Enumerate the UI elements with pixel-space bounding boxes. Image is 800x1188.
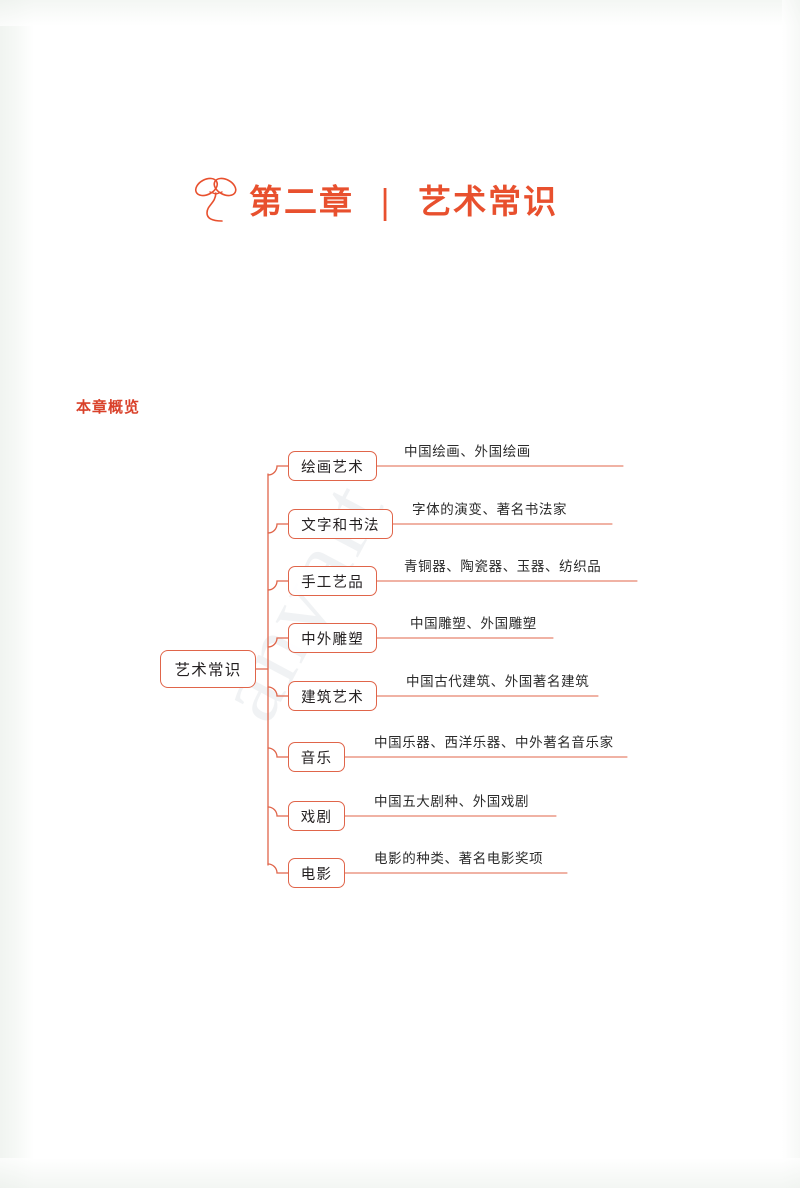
chapter-header: 第二章 | 艺术常识 xyxy=(193,166,558,236)
mindmap-branch-node: 戏剧 xyxy=(288,801,345,831)
mindmap-branch-label: 绘画艺术 xyxy=(301,459,364,476)
mindmap-branch-label: 手工艺品 xyxy=(301,574,364,591)
mindmap-branch-label: 中外雕塑 xyxy=(301,631,364,648)
scan-edge-top xyxy=(0,0,800,26)
mindmap-detail-text: 青铜器、陶瓷器、玉器、纺织品 xyxy=(404,559,602,574)
mindmap-detail-text: 中国古代建筑、外国著名建筑 xyxy=(406,674,590,689)
mindmap-branch-label: 建筑艺术 xyxy=(301,689,364,706)
mindmap-branch-node: 电影 xyxy=(288,858,345,888)
mindmap-detail-text: 字体的演变、著名书法家 xyxy=(412,502,568,517)
page-title: 第二章 | 艺术常识 xyxy=(249,185,558,218)
mindmap-branch-node: 建筑艺术 xyxy=(288,681,377,711)
section-label: 本章概览 xyxy=(76,398,141,416)
chapter-name: 艺术常识 xyxy=(418,181,559,221)
mindmap-detail-text: 中国乐器、西洋乐器、中外著名音乐家 xyxy=(374,735,614,750)
mindmap-branch-label: 电影 xyxy=(300,866,333,883)
mindmap-root-node: 艺术常识 xyxy=(160,650,256,688)
chapter-number: 第二章 xyxy=(249,181,354,221)
scan-edge-bottom xyxy=(0,1158,800,1188)
mindmap: 艺术常识 绘画艺术 中国绘画、外国绘画文字和书法 字体的演变、著名书法家手工艺品 青铜器… xyxy=(0,420,800,900)
mindmap-branch-node: 文字和书法 xyxy=(288,509,393,539)
title-separator: | xyxy=(379,181,393,221)
mindmap-detail-text: 中国五大剧种、外国戏剧 xyxy=(374,794,530,809)
mindmap-branch-label: 戏剧 xyxy=(300,809,333,826)
mindmap-branch-label: 音乐 xyxy=(300,750,333,767)
mindmap-branch-node: 手工艺品 xyxy=(288,566,377,596)
sprout-icon xyxy=(194,177,237,222)
mindmap-branch-label: 文字和书法 xyxy=(301,517,380,534)
mindmap-connectors xyxy=(255,465,638,874)
mindmap-branch-node: 绘画艺术 xyxy=(288,451,377,481)
mindmap-branch-node: 中外雕塑 xyxy=(288,623,377,653)
mindmap-detail-text: 中国雕塑、外国雕塑 xyxy=(410,616,537,631)
mindmap-branch-node: 音乐 xyxy=(288,742,345,772)
mindmap-root-label: 艺术常识 xyxy=(174,662,242,679)
mindmap-detail-text: 电影的种类、著名电影奖项 xyxy=(374,851,544,866)
mindmap-detail-text: 中国绘画、外国绘画 xyxy=(404,444,531,459)
